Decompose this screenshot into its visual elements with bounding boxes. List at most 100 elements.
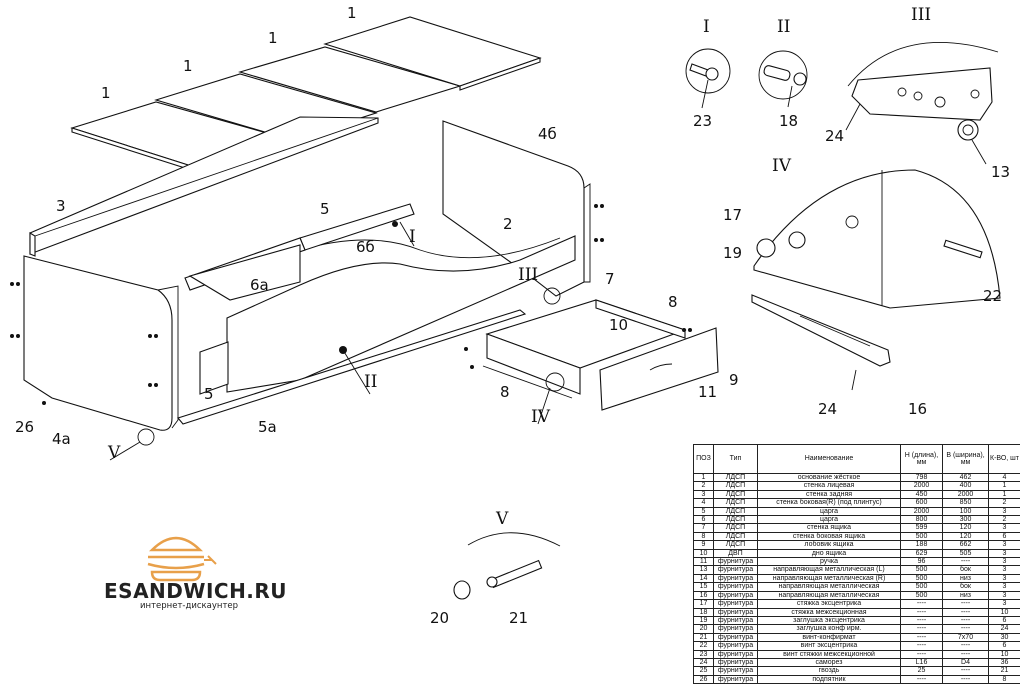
table-cell: 8 [693,531,714,542]
table-cell: 6 [988,641,1020,651]
rails [177,203,527,425]
table-cell: 2000 [942,489,989,500]
label-16: 16 [908,400,927,418]
table-cell: винт-конфирмат [757,632,901,643]
label-24: 24 [825,127,844,145]
table-cell: фурнитура [713,632,758,643]
table-cell: ЛДСП [713,472,758,483]
table-cell: фурнитура [713,557,758,567]
table-cell: 21 [693,632,714,643]
table-cell: 24 [693,657,714,668]
table-cell: ---- [942,557,989,567]
table-cell: подпятник [757,674,901,685]
label-1: 1 [183,57,193,75]
label-2: 2 [503,215,513,233]
table-cell: 30 [988,632,1020,643]
table-cell: стяжка межсекционная [757,607,901,617]
table-cell: фурнитура [713,565,758,575]
table-cell: 2 [988,498,1020,508]
table-cell: ЛДСП [713,489,758,500]
roman-callouts: I II III IV V I II III IV V [107,5,931,529]
esandwich-logo [147,536,217,582]
table-cell: 2000 [900,506,943,517]
table-cell: 500 [900,565,943,575]
label-18: 18 [779,112,798,130]
table-cell: 3 [693,489,714,500]
label-21: 21 [509,609,528,627]
table-cell: фурнитура [713,599,758,609]
bom-table: ПОЗ Тип Наименование Н (длина), мм В (ши… [693,444,1020,685]
table-cell: 9 [693,540,714,550]
bom-header-pos: ПОЗ [693,444,714,474]
detail-iii [845,42,999,165]
table-cell: 1 [693,472,714,483]
callout-v: V [495,509,509,529]
table-cell: бок [942,582,989,592]
table-cell: 850 [942,498,989,508]
table-cell: стенка лицевая [757,481,901,491]
label-4b: 4б [538,125,557,143]
label-5: 5 [204,385,214,403]
table-cell: 6 [693,515,714,525]
table-cell: 120 [942,523,989,533]
drawer [482,299,719,411]
table-cell: 3 [988,557,1020,567]
label-26: 26 [15,418,34,436]
table-cell: 13 [693,565,714,575]
callout-v-main: V [107,443,121,463]
table-cell: 15 [693,582,714,592]
label-22: 22 [983,287,1002,305]
label-13: 13 [991,163,1010,181]
table-cell: 3 [988,506,1020,517]
label-1: 1 [268,29,278,47]
table-cell: 188 [900,540,943,550]
table-cell: фурнитура [713,657,758,668]
table-cell: стенка боковая ящика [757,531,901,542]
table-cell: дно ящика [757,548,901,559]
table-cell: лобовик ящика [757,540,901,550]
detail-iv [751,169,1001,391]
table-cell: ---- [900,615,943,626]
table-cell: направляющая металлическая [757,582,901,592]
logo-tagline: интернет-дискаунтер [140,601,239,611]
table-cell: ---- [900,641,943,651]
table-cell: 3 [988,582,1020,592]
label-3: 3 [56,197,66,215]
table-cell: 500 [900,582,943,592]
table-cell: 7 [693,523,714,533]
table-cell: 23 [693,649,714,659]
label-5: 5 [320,200,330,218]
table-cell: 8 [988,674,1020,685]
table-cell: 6 [988,615,1020,626]
table-cell: 505 [942,548,989,559]
detail-ii [758,50,808,108]
table-cell: саморез [757,657,901,668]
table-cell: 4 [988,472,1020,483]
table-cell: 600 [900,498,943,508]
table-cell: 10 [988,649,1020,659]
label-6a: 6а [250,276,269,294]
callout-ii-main: II [364,372,377,392]
table-cell: фурнитура [713,615,758,626]
table-cell: ---- [942,649,989,659]
table-cell: направляющая металлическая (R) [757,573,901,584]
label-24: 24 [818,400,837,418]
table-cell: направляющая металлическая (L) [757,565,901,575]
table-cell: фурнитура [713,641,758,651]
table-cell: 16 [693,590,714,601]
table-cell: 17 [693,599,714,609]
table-cell: 24 [988,624,1020,634]
table-cell: ЛДСП [713,523,758,533]
label-1: 1 [347,4,357,22]
table-cell: ---- [900,599,943,609]
